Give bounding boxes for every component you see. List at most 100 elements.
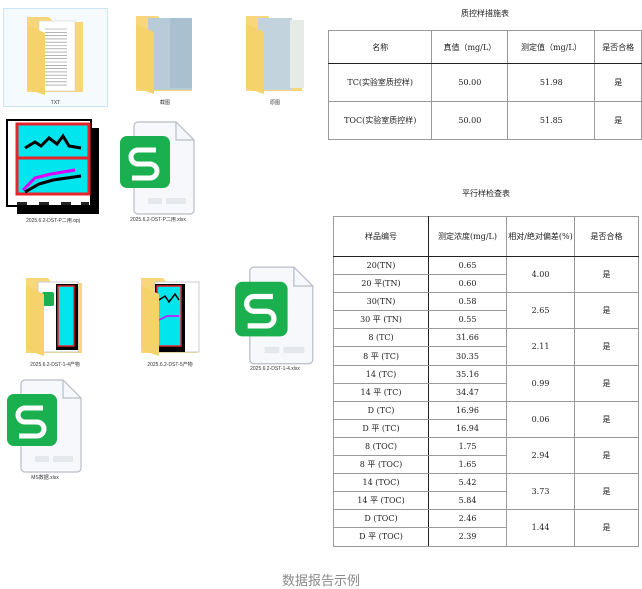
origin-graph-icon: [3, 118, 103, 216]
cell: 是: [594, 63, 642, 102]
deviation-cell: 2.11: [506, 328, 575, 366]
sample-id-cell: 14 (TC): [333, 364, 429, 384]
concentration-cell: 16.96: [428, 400, 507, 420]
pass-cell: 是: [574, 436, 639, 475]
table-row: 30 平 (TN)0.55: [333, 310, 639, 330]
pass-cell: 是: [574, 509, 639, 547]
concentration-cell: 2.46: [428, 509, 507, 529]
header-cell: 是否合格: [594, 30, 642, 64]
sample-id-cell: 8 (TC): [333, 328, 429, 348]
cell: TC(实验室质控样): [327, 63, 433, 102]
concentration-cell: 0.65: [428, 255, 507, 276]
originals-folder[interactable]: 原图: [225, 8, 325, 106]
sample-id-cell: D 平 (TC): [333, 418, 429, 438]
concentration-cell: 30.35: [428, 346, 507, 366]
caption: 数据报告示例: [281, 574, 360, 589]
cell: 50.00: [431, 101, 509, 140]
pass-cell: 是: [574, 364, 639, 402]
ms-data-xlsx-file[interactable]: MS数据.xlsx: [0, 378, 90, 481]
xlsx-file[interactable]: 2025.6.2-DST-P二用.xlsx: [108, 120, 208, 223]
pass-cell: 是: [574, 292, 639, 330]
origin-project-file[interactable]: 2025.6.2-DST-P二用.opj: [3, 118, 103, 224]
deviation-cell: 2.94: [506, 436, 575, 475]
spreadsheet-icon: [108, 120, 208, 215]
concentration-cell: 5.84: [428, 491, 507, 511]
file-name: 原图: [269, 100, 280, 106]
deviation-cell: 4.00: [506, 255, 575, 294]
pass-cell: 是: [574, 255, 639, 294]
sample-id-cell: 8 平 (TC): [333, 346, 429, 366]
folder-icon: [125, 270, 215, 360]
pass-cell: 是: [574, 328, 639, 366]
deviation-cell: 1.44: [506, 509, 575, 547]
folder-icon: [4, 9, 107, 99]
sample-id-cell: 14 平 (TOC): [333, 491, 429, 511]
file-name: MS数据.xlsx: [31, 475, 59, 481]
file-name: 截图: [159, 100, 170, 106]
concentration-cell: 2.39: [428, 527, 507, 547]
products-folder-5[interactable]: 2025.6.2-DST-5产物: [125, 270, 215, 368]
table-row: D 平 (TC)16.94: [333, 418, 639, 438]
table-row: 8 平 (TOC)1.65: [333, 455, 639, 475]
sample-id-cell: 20 平(TN): [333, 274, 429, 294]
deviation-cell: 0.99: [506, 364, 575, 402]
concentration-cell: 5.42: [428, 473, 507, 493]
header-cell: 名称: [327, 30, 433, 64]
sample-id-cell: 30 平 (TN): [333, 310, 429, 330]
file-name: 2025.6.2-DST-P二用.xlsx: [130, 217, 186, 223]
txt-folder[interactable]: TXT: [3, 8, 108, 107]
sample-id-cell: 8 (TOC): [333, 436, 429, 457]
file-name: 2025.6.2-DST-5产物: [147, 362, 193, 368]
table-row: 8 平 (TC)30.35: [333, 346, 639, 366]
concentration-cell: 16.94: [428, 418, 507, 438]
header-cell: 真值（mg/L）: [431, 30, 509, 64]
header-cell: 是否合格: [574, 216, 639, 257]
sample-id-cell: 14 平 (TC): [333, 382, 429, 402]
sample-id-cell: D 平 (TOC): [333, 527, 429, 547]
cell: 50.00: [431, 63, 509, 102]
folder-icon: [225, 8, 325, 98]
header-cell: 相对/绝对偏差(%): [506, 216, 575, 257]
concentration-cell: 34.47: [428, 382, 507, 402]
cell: TOC(实验室质控样): [327, 101, 433, 140]
sample-id-cell: D (TC): [333, 400, 429, 420]
cell: 51.85: [507, 101, 596, 140]
table-row: 14 平 (TOC)5.84: [333, 491, 639, 511]
concentration-cell: 0.60: [428, 274, 507, 294]
file-name: 2025.6.2-DST-1-4.xlsx: [250, 365, 300, 372]
deviation-cell: 2.65: [506, 292, 575, 330]
screenshots-folder[interactable]: 截图: [115, 8, 215, 106]
concentration-cell: 1.75: [428, 436, 507, 457]
file-name: 2025.6.2-DST-P二用.opj: [26, 218, 80, 224]
table-row: D 平 (TOC)2.39: [333, 527, 639, 547]
products-folder-1-4[interactable]: 2025.6.2-DST-1-4产物: [10, 270, 100, 368]
header-cell: 测定浓度(mg/L): [428, 216, 507, 257]
spreadsheet-icon: [0, 378, 90, 473]
sample-id-cell: D (TOC): [333, 509, 429, 529]
deviation-cell: 0.06: [506, 400, 575, 438]
sample-id-cell: 30(TN): [333, 292, 429, 312]
concentration-cell: 0.55: [428, 310, 507, 330]
sample-id-cell: 8 平 (TOC): [333, 455, 429, 475]
sample-id-cell: 20(TN): [333, 255, 429, 276]
sample-id-cell: 14 (TOC): [333, 473, 429, 493]
file-name: TXT: [50, 100, 61, 106]
spreadsheet-icon: [225, 265, 325, 365]
qc-table-title: 质控样措施表: [461, 9, 509, 18]
cell: 51.98: [507, 63, 596, 102]
concentration-cell: 35.16: [428, 364, 507, 384]
file-name: 2025.6.2-DST-1-4产物: [30, 362, 80, 368]
cell: 是: [594, 101, 642, 140]
xlsx-file[interactable]: 2025.6.2-DST-1-4.xlsx: [225, 265, 325, 372]
folder-icon: [10, 270, 100, 360]
concentration-cell: 1.65: [428, 455, 507, 475]
